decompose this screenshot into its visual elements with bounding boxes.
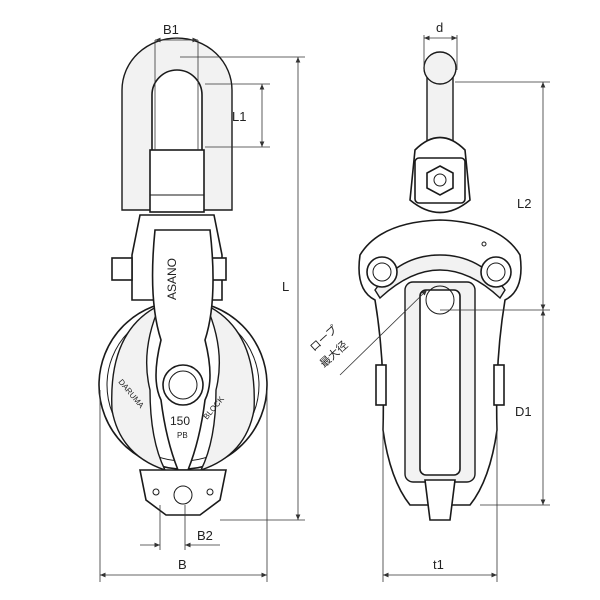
- dim-t1: t1: [433, 557, 444, 572]
- model-number: 150: [170, 414, 190, 428]
- shackle: [121, 37, 233, 213]
- dim-d: d: [436, 20, 443, 35]
- dim-b: B: [178, 557, 187, 572]
- dim-b1: B1: [163, 22, 179, 37]
- dim-l: L: [282, 279, 289, 294]
- dim-l1: L1: [232, 109, 246, 124]
- brand-marking: ASANO: [165, 258, 179, 300]
- model-suffix: PB: [177, 431, 188, 440]
- side-body: [358, 219, 522, 521]
- base-block: [139, 469, 227, 550]
- dim-b2: B2: [197, 528, 213, 543]
- front-dimensions: B1 L1 L B2 B: [99, 22, 305, 582]
- side-dimensions: d L2 D1 t1 ロープ 最大径: [307, 20, 550, 582]
- dim-l2: L2: [517, 196, 531, 211]
- dim-d1: D1: [515, 404, 532, 419]
- front-view: ASANO DARUMA BLOCK 150 PB: [98, 37, 268, 550]
- side-view: [358, 51, 522, 521]
- sheave-housing: [98, 229, 268, 472]
- swivel-eye: [409, 51, 471, 214]
